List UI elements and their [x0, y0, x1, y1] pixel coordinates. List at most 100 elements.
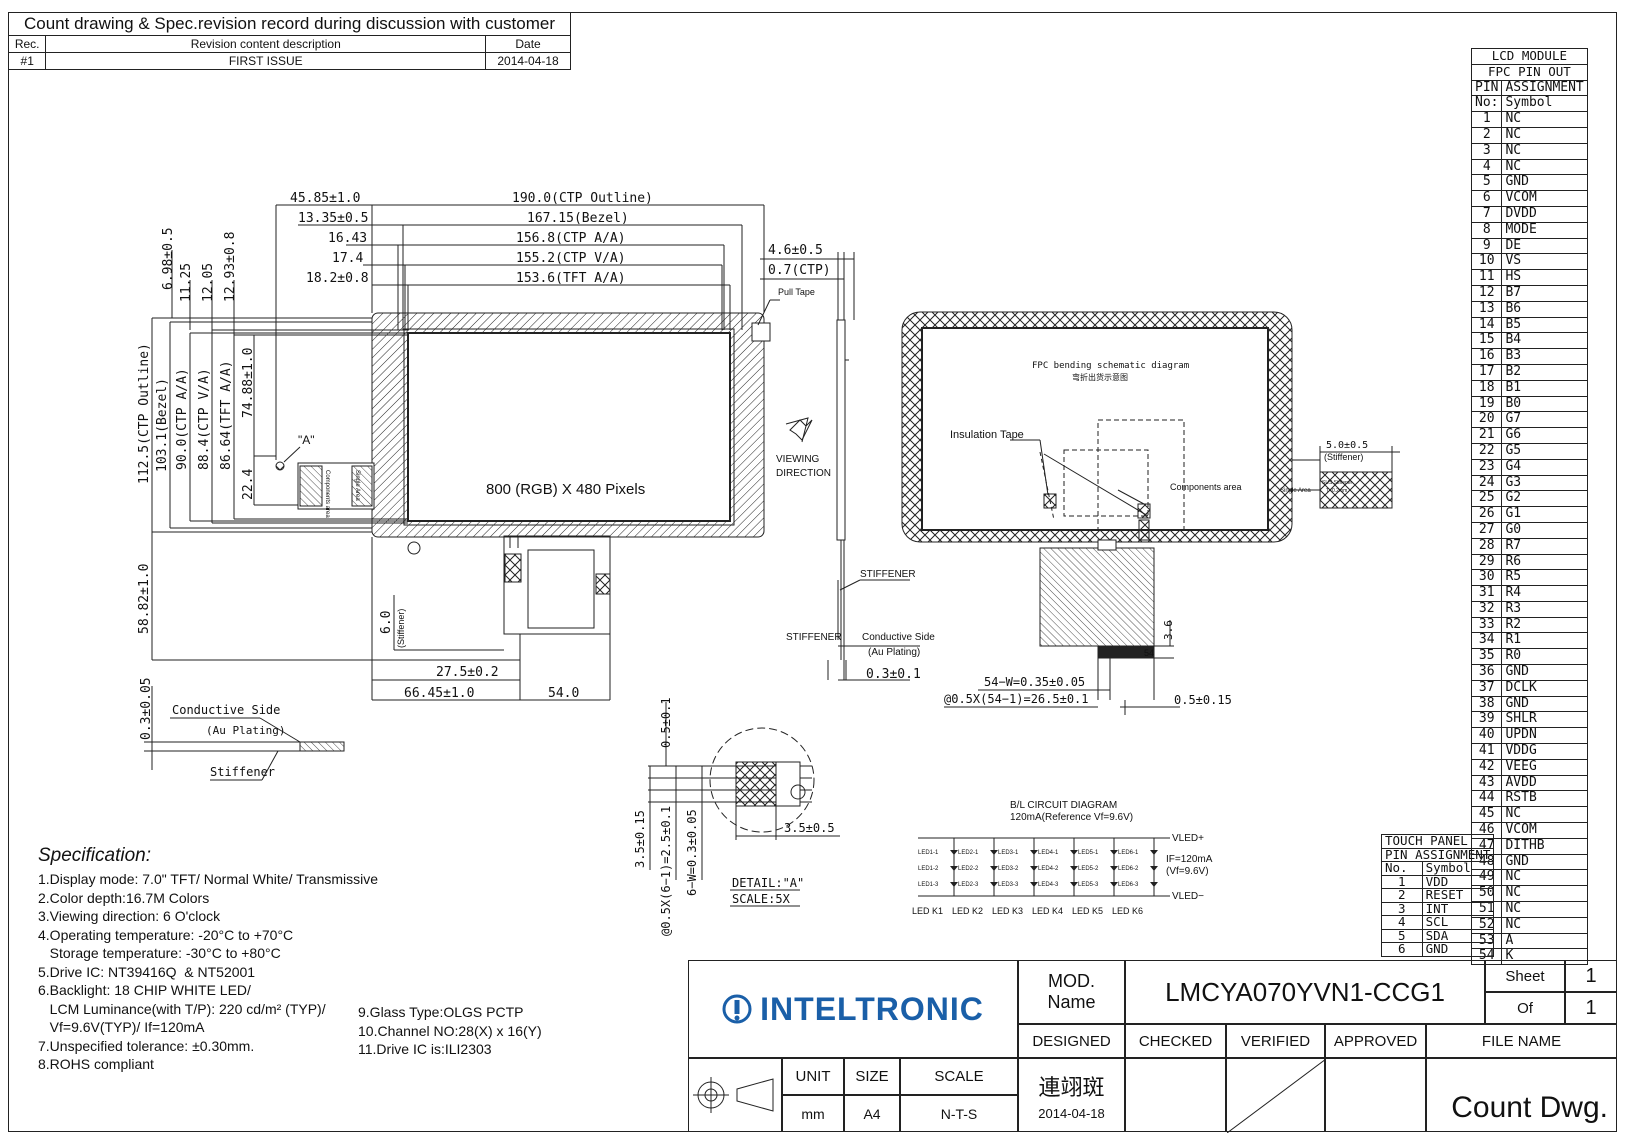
fpc-dim-3-6: 3.6: [1162, 620, 1175, 640]
checked-label: CHECKED: [1125, 1024, 1226, 1058]
lcd-pin-number: 25: [1470, 490, 1503, 508]
lcd-pin-number: 40: [1470, 727, 1503, 745]
bl-bottom-label: K5: [1092, 906, 1103, 916]
mod-name-label: MOD. Name: [1018, 960, 1125, 1024]
bl-led-diode: [1110, 850, 1118, 855]
bl-led-label: LED2-2: [958, 866, 979, 872]
lcd-pin-number: 37: [1470, 679, 1503, 697]
bl-led-diode: [1030, 882, 1038, 887]
spec-line: 3.Viewing direction: 6 O'clock: [38, 908, 221, 924]
bl-led-diode: [1150, 882, 1158, 887]
bl-bottom-label: LED: [912, 906, 930, 916]
spec-line: 1.Display mode: 7.0" TFT/ Normal White/ …: [38, 871, 379, 887]
rev-row-desc: FIRST ISSUE: [45, 52, 487, 70]
lcd-pin-number: 38: [1470, 695, 1503, 713]
lcd-pin-symbol: DVDD: [1501, 205, 1588, 223]
dim-27-5: 27.5±0.2: [436, 665, 499, 680]
touch-pin-symbol: SDA: [1421, 928, 1495, 943]
touch-head-symbol: Symbol: [1421, 861, 1495, 876]
checked-sign: [1125, 1058, 1226, 1132]
scale-value: N-T-S: [900, 1095, 1018, 1132]
fpc-bending-view: [901, 311, 1400, 715]
projection-symbol-icon: [693, 1077, 774, 1113]
rev-header-rec: Rec.: [7, 35, 47, 53]
lcd-pin-symbol: NC: [1501, 126, 1588, 144]
cond-stiffener-label: Stiffener: [210, 765, 275, 779]
bl-led-diode: [1110, 866, 1118, 871]
mod-label-2: Name: [1047, 992, 1096, 1012]
detail-a-view: [648, 702, 840, 907]
projection-symbol-cell: [688, 1058, 782, 1132]
fpc-dim-54w: 54−W=0.35±0.05: [984, 675, 1085, 689]
lcd-pin-symbol: RSTB: [1501, 790, 1588, 808]
dim-16-43: 16.43: [328, 231, 367, 246]
bl-led-label: LED1-3: [918, 882, 939, 888]
fpc-dim-pitch: @0.5X(54−1)=26.5±0.1: [944, 692, 1089, 706]
spec-line: 6.Backlight: 18 CHIP WHITE LED/: [38, 982, 251, 998]
lcd-pin-symbol: NC: [1501, 901, 1588, 918]
lcd-pin-symbol: UPDN: [1501, 727, 1588, 745]
verified-label: VERIFIED: [1226, 1024, 1325, 1058]
touch-head-no: No.: [1381, 861, 1423, 876]
lcd-pin-number: 18: [1470, 379, 1503, 397]
lcd-pin-symbol: G5: [1501, 442, 1588, 460]
verified-sign: [1226, 1058, 1326, 1133]
fpc-pin-54: 54: [1144, 648, 1154, 658]
inteltronic-logo-icon: [722, 994, 752, 1024]
bl-led-label: LED6-3: [1118, 882, 1139, 888]
lcd-pin-number: 31: [1470, 585, 1503, 602]
lcd-pin-symbol: GND: [1501, 853, 1588, 871]
dim-bezel-w: 167.15(Bezel): [527, 211, 629, 226]
lcd-pin-symbol: R5: [1501, 569, 1588, 587]
revision-table: Count drawing & Spec.revision record dur…: [7, 12, 571, 70]
lcd-pin-number: 13: [1470, 300, 1503, 318]
lcd-pin-number: 41: [1470, 743, 1503, 760]
dim-ctp-aa-h: 90.0(CTP A/A): [175, 368, 190, 470]
design-date: 2014-04-18: [1038, 1105, 1105, 1121]
side-stiffener-bottom: STIFFENER: [786, 632, 842, 643]
approved-sign: [1325, 1058, 1426, 1132]
lcd-pinout-head-pin: PIN: [1470, 79, 1503, 97]
title-block: INTELTRONIC MOD. Name LMCYA070YVN1-CCG1 …: [688, 960, 1617, 1133]
lcd-pin-number: 21: [1470, 427, 1503, 444]
bl-subtitle: 120mA(Reference Vf=9.6V): [1010, 812, 1133, 823]
dim-ctp-outline-w: 190.0(CTP Outline): [512, 191, 653, 206]
bl-led-label: LED4-2: [1038, 866, 1059, 872]
bl-bottom-label: LED: [1032, 906, 1050, 916]
bl-led-label: LED2-1: [958, 850, 979, 856]
components-label-front: Components area: [324, 470, 330, 518]
lcd-pin-number: 22: [1470, 442, 1503, 460]
fpc-dim-stiffener: (Stiffener): [1324, 452, 1363, 462]
lcd-pin-symbol: VDDG: [1501, 743, 1588, 760]
spec-heading: Specification:: [38, 845, 152, 866]
lcd-pin-symbol: NC: [1501, 158, 1588, 176]
bl-bottom-label: K2: [972, 906, 983, 916]
bl-bottom-label: LED: [1072, 906, 1090, 916]
lcd-pinout-title1: LCD MODULE: [1471, 48, 1588, 65]
conductive-detail: [144, 686, 345, 781]
bl-led-diode: [1030, 850, 1038, 855]
lcd-pinout-head-no: No:: [1470, 95, 1503, 113]
detail-a-scale: SCALE:5X: [732, 892, 791, 906]
bl-led-label: LED1-1: [918, 850, 939, 856]
lcd-pin-number: 45: [1470, 806, 1503, 824]
bl-led-label: LED3-2: [998, 866, 1019, 872]
bl-led-diode: [1070, 882, 1078, 887]
fpc-dim-5-0: 5.0±0.5: [1326, 440, 1368, 451]
bl-led-label: LED4-1: [1038, 850, 1059, 856]
